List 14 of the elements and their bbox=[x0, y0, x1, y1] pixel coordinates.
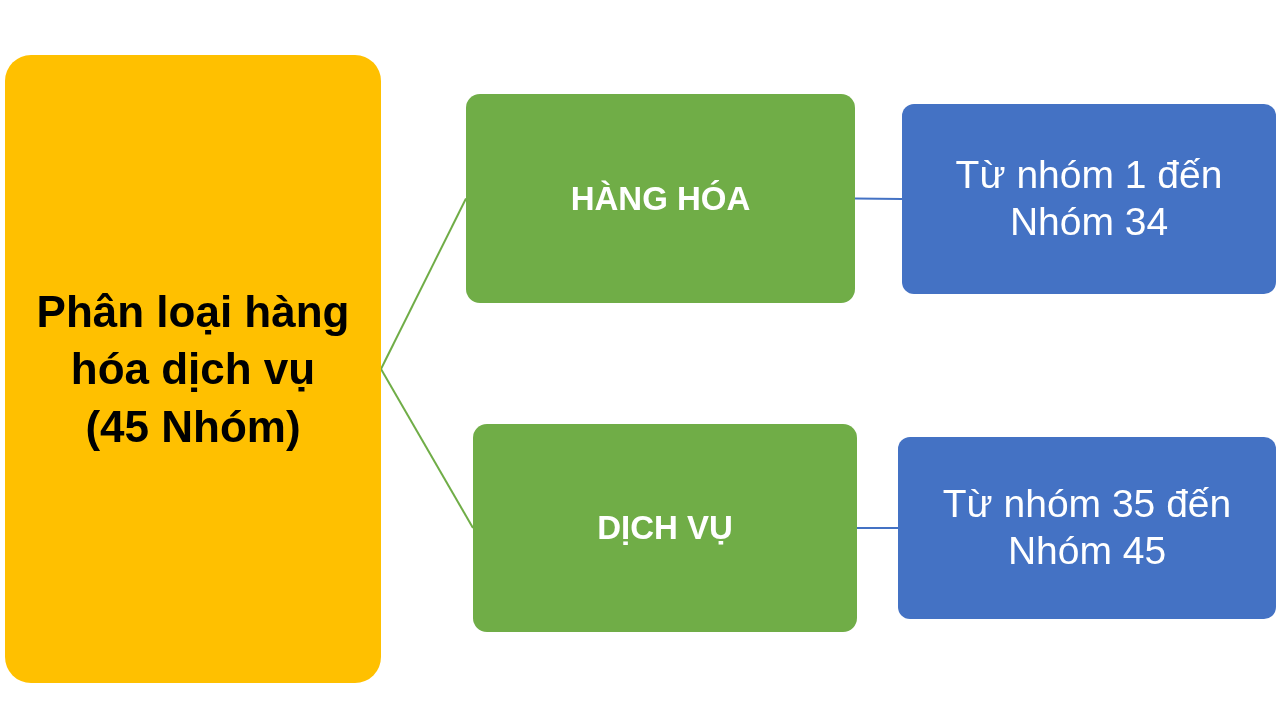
range-box bbox=[902, 104, 1276, 294]
node-label: Phân loại hàng hóa dịch vụ (45 Nhóm) bbox=[36, 286, 350, 453]
category-box bbox=[5, 55, 381, 683]
connector-line bbox=[380, 368, 474, 529]
connector-line bbox=[854, 197, 903, 200]
node-label: DỊCH VỤ bbox=[597, 508, 733, 548]
connector-line bbox=[380, 197, 467, 370]
node-label: HÀNG HÓA bbox=[570, 178, 751, 219]
category-box bbox=[466, 94, 855, 303]
connector-line bbox=[856, 527, 899, 529]
category-box bbox=[473, 424, 857, 632]
range-box bbox=[898, 437, 1276, 619]
node-label: Từ nhóm 1 đến Nhóm 34 bbox=[954, 152, 1224, 245]
node-label: Từ nhóm 35 đến Nhóm 45 bbox=[941, 481, 1233, 574]
